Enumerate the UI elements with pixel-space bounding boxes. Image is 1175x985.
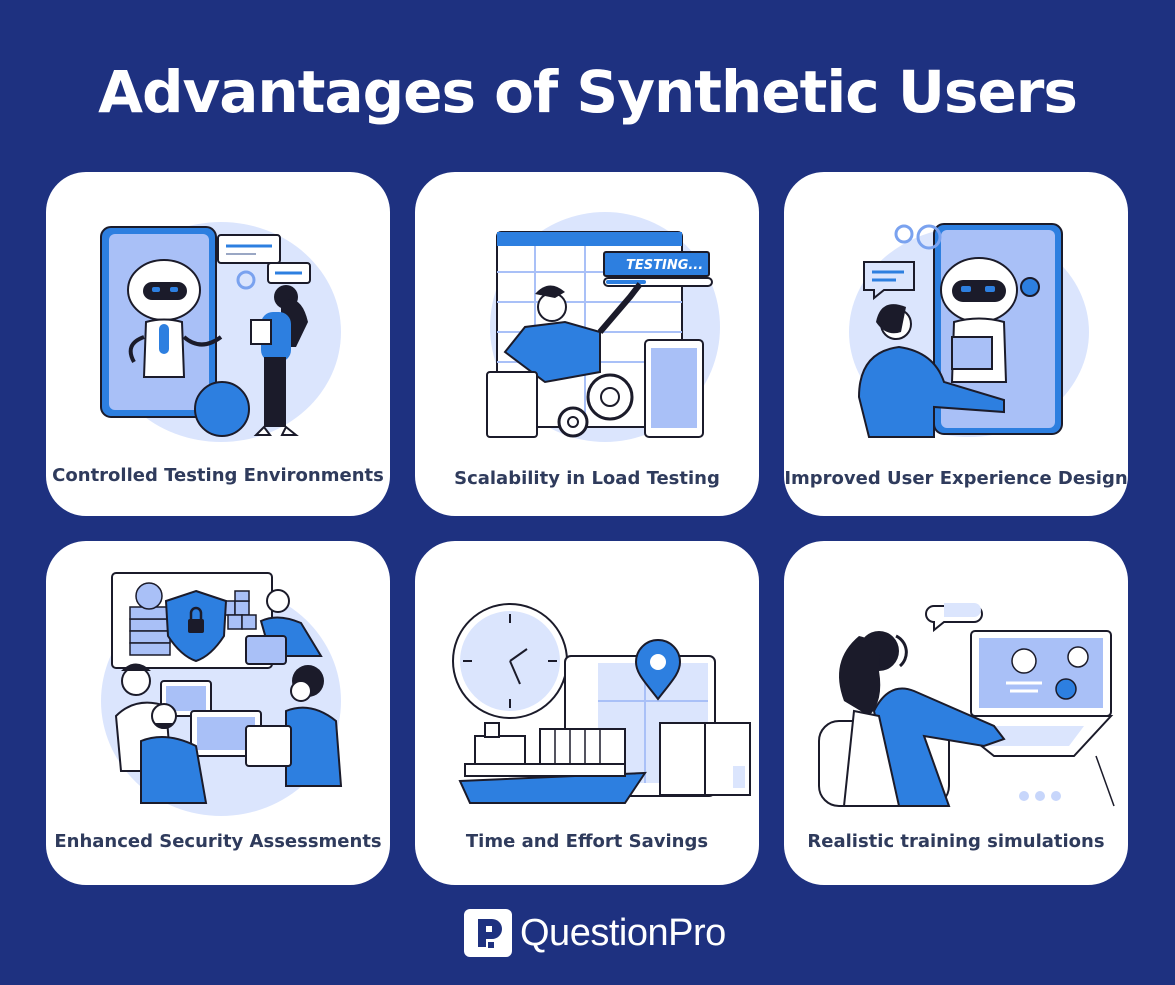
brand-name: QuestionPro [520, 911, 726, 954]
card-ux-design: Improved User Experience Design [784, 172, 1128, 516]
card-label: Controlled Testing Environments [52, 465, 384, 486]
card-label: Scalability in Load Testing [454, 468, 720, 489]
clock-logistics-illustration [452, 603, 751, 804]
card-security: Enhanced Security Assessments [46, 541, 390, 885]
card-controlled-testing: Controlled Testing Environments [46, 172, 390, 516]
questionpro-logo-icon [464, 909, 512, 957]
robot-support-illustration [849, 223, 1089, 438]
card-label: Realistic training simulations [807, 831, 1105, 852]
brand-logo: QuestionPro [464, 908, 726, 958]
security-team-illustration [101, 572, 343, 816]
card-scalability: TESTING... Scalability in Load Testing [415, 172, 759, 516]
card-label: Improved User Experience Design [784, 468, 1128, 489]
card-time-savings: Time and Effort Savings [415, 541, 759, 885]
robot-phone-illustration [100, 222, 341, 442]
card-label: Enhanced Security Assessments [54, 831, 382, 852]
testing-badge: TESTING... [626, 258, 703, 273]
card-training-simulations: Realistic training simulations [784, 541, 1128, 885]
load-testing-illustration: TESTING... [486, 212, 720, 442]
page-title: Advantages of Synthetic Users [98, 58, 1078, 126]
call-center-illustration [818, 603, 1115, 807]
card-label: Time and Effort Savings [465, 831, 709, 852]
